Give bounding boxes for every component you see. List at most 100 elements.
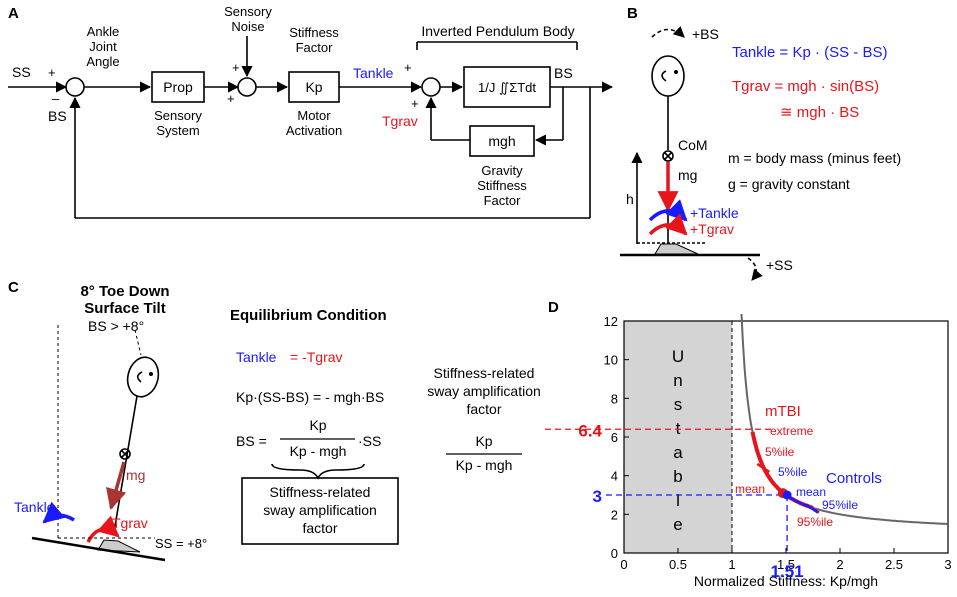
unstable-region: [624, 321, 732, 553]
plus-tgrav-label: +Tgrav: [690, 221, 734, 237]
y-tick-label: 2: [611, 507, 618, 522]
box-label-3: factor: [302, 520, 337, 536]
foot-shape: [654, 243, 699, 255]
unstable-letter: n: [673, 371, 682, 390]
label-3: 3: [593, 487, 602, 506]
extreme-label: extreme: [770, 424, 814, 438]
tgrav-equation: Tgrav = mgh · sin(BS): [732, 78, 879, 95]
side-label-2: sway amplification: [427, 383, 541, 399]
head-icon: [651, 55, 685, 97]
bs-minus-sign: –: [52, 91, 60, 106]
h-label: h: [626, 191, 634, 207]
unstable-letter: U: [672, 347, 684, 366]
x-tick-label: 2.5: [885, 557, 903, 572]
ss-label: SS: [12, 64, 31, 80]
ss-tilt-label: SS = +8°: [155, 536, 207, 551]
summing-junction-3: [421, 77, 441, 97]
mtbi-label: mTBI: [765, 403, 801, 420]
equilibrium-title: Equilibrium Condition: [230, 307, 387, 324]
tilted-mg-label: mg: [126, 467, 145, 483]
x-tick-label: 1: [728, 557, 735, 572]
y-tick-label: 12: [604, 314, 618, 329]
gravity-label: Gravity: [481, 163, 523, 178]
tilted-tankle-label: Tankle: [14, 499, 55, 515]
eq-balance-line: Kp·(SS-BS) = - mgh·BS: [236, 389, 384, 405]
panel-d-chart: D Stiffness-related sway amplification f…: [427, 299, 951, 589]
angle-label: Angle: [86, 54, 119, 69]
x-tick-label: 3: [944, 557, 951, 572]
summing-junction-1: [65, 77, 85, 97]
bs-feedback-label: BS: [48, 108, 67, 124]
mtbi-95pct-label: 95%ile: [797, 515, 833, 529]
tankle-equation: Tankle = Kp · (SS - BS): [732, 44, 887, 61]
panel-letter-c: C: [8, 279, 19, 296]
tilted-tgrav-label: Tgrav: [112, 515, 148, 531]
x-axis-label: Normalized Stiffness: Kp/mgh: [694, 573, 878, 589]
tankle-plus-sign: +: [404, 60, 412, 75]
y-tick-label: 6: [611, 430, 618, 445]
panel-letter-d: D: [548, 299, 559, 316]
bs-greater-label: BS > +8°: [88, 318, 144, 334]
x-tick-label: 1.5: [777, 557, 795, 572]
t-grav-label: Tgrav: [382, 113, 418, 129]
mgh-label: mgh: [488, 133, 515, 149]
controls-95pct-tick: [805, 503, 819, 514]
motor-label: Motor: [297, 108, 331, 123]
tgrav-approx-equation: ≅ mgh · BS: [780, 104, 859, 121]
controls-5pct-label: 5%ile: [778, 465, 808, 479]
eq-underbrace: [271, 463, 365, 480]
tgrav-arc-arrow: [648, 213, 688, 236]
tgrav-plus-sign: +: [411, 96, 419, 111]
integrator-label: 1/J ∬ΣTdt: [478, 80, 536, 95]
plus-bs-label: +BS: [692, 26, 719, 42]
label-1-51: 1.51: [771, 562, 804, 581]
panel-b-pendulum-model: B +BS CoM mg h +Tankle +Tgrav +SS Tankle…: [620, 5, 901, 281]
y-tick-label: 0: [611, 546, 618, 561]
face-mouth: [661, 70, 667, 82]
com-cross: [663, 151, 673, 161]
unstable-letter: a: [673, 443, 683, 462]
eq-tgrav-term: = -Tgrav: [290, 349, 343, 365]
sensory-label: Sensory: [154, 108, 202, 123]
tilted-body-line: [113, 395, 138, 533]
tilted-foot-shape: [97, 539, 141, 553]
bs-rotation-arrow: [651, 26, 685, 38]
eq-bs-lhs: BS =: [236, 433, 267, 449]
controls-mean-dot: [782, 490, 792, 500]
mtbi-mean-label: mean: [735, 482, 765, 496]
face-eye: [674, 70, 678, 74]
tilted-tankle-arc: [42, 501, 75, 524]
tilted-head-icon: [126, 356, 160, 398]
ankle-label: Ankle: [87, 24, 120, 39]
prop-plus-sign: +: [227, 91, 235, 106]
unstable-letter: b: [673, 467, 682, 486]
eq-tankle-term: Tankle: [236, 349, 277, 365]
x-tick-label: 0: [620, 557, 627, 572]
side-label-3: factor: [466, 401, 501, 417]
sensory-noise-label-1: Sensory: [224, 4, 272, 19]
mtbi-5pct-label: 5%ile: [765, 445, 795, 459]
panel-letter-b: B: [627, 5, 638, 22]
controls-label: Controls: [826, 470, 882, 487]
side-numerator: Kp: [475, 433, 492, 449]
unstable-letter: l: [676, 491, 680, 510]
tilted-com-cross: [120, 449, 130, 459]
tilt-reference-line: [134, 329, 142, 356]
tilted-mg-arrow: [106, 461, 127, 511]
kp-label: Kp: [305, 79, 322, 95]
activation-label: Activation: [286, 123, 342, 138]
box-label-2: sway amplification: [263, 502, 377, 518]
unstable-letter: t: [676, 419, 681, 438]
summing-junction-2: [237, 77, 257, 97]
amplification-factor-box: [241, 477, 399, 545]
plus-ss-label: +SS: [766, 257, 793, 273]
joint-label: Joint: [89, 39, 117, 54]
mass-definition: m = body mass (minus feet): [728, 150, 901, 166]
ss-rotation-arrow: [747, 257, 763, 281]
tilt-title-1: 8° Toe Down: [80, 283, 169, 300]
tilt-title-2: Surface Tilt: [84, 300, 165, 317]
eq-numerator: Kp: [309, 417, 326, 433]
gravity-factor-label: Factor: [484, 193, 522, 208]
side-denominator: Kp - mgh: [456, 457, 513, 473]
